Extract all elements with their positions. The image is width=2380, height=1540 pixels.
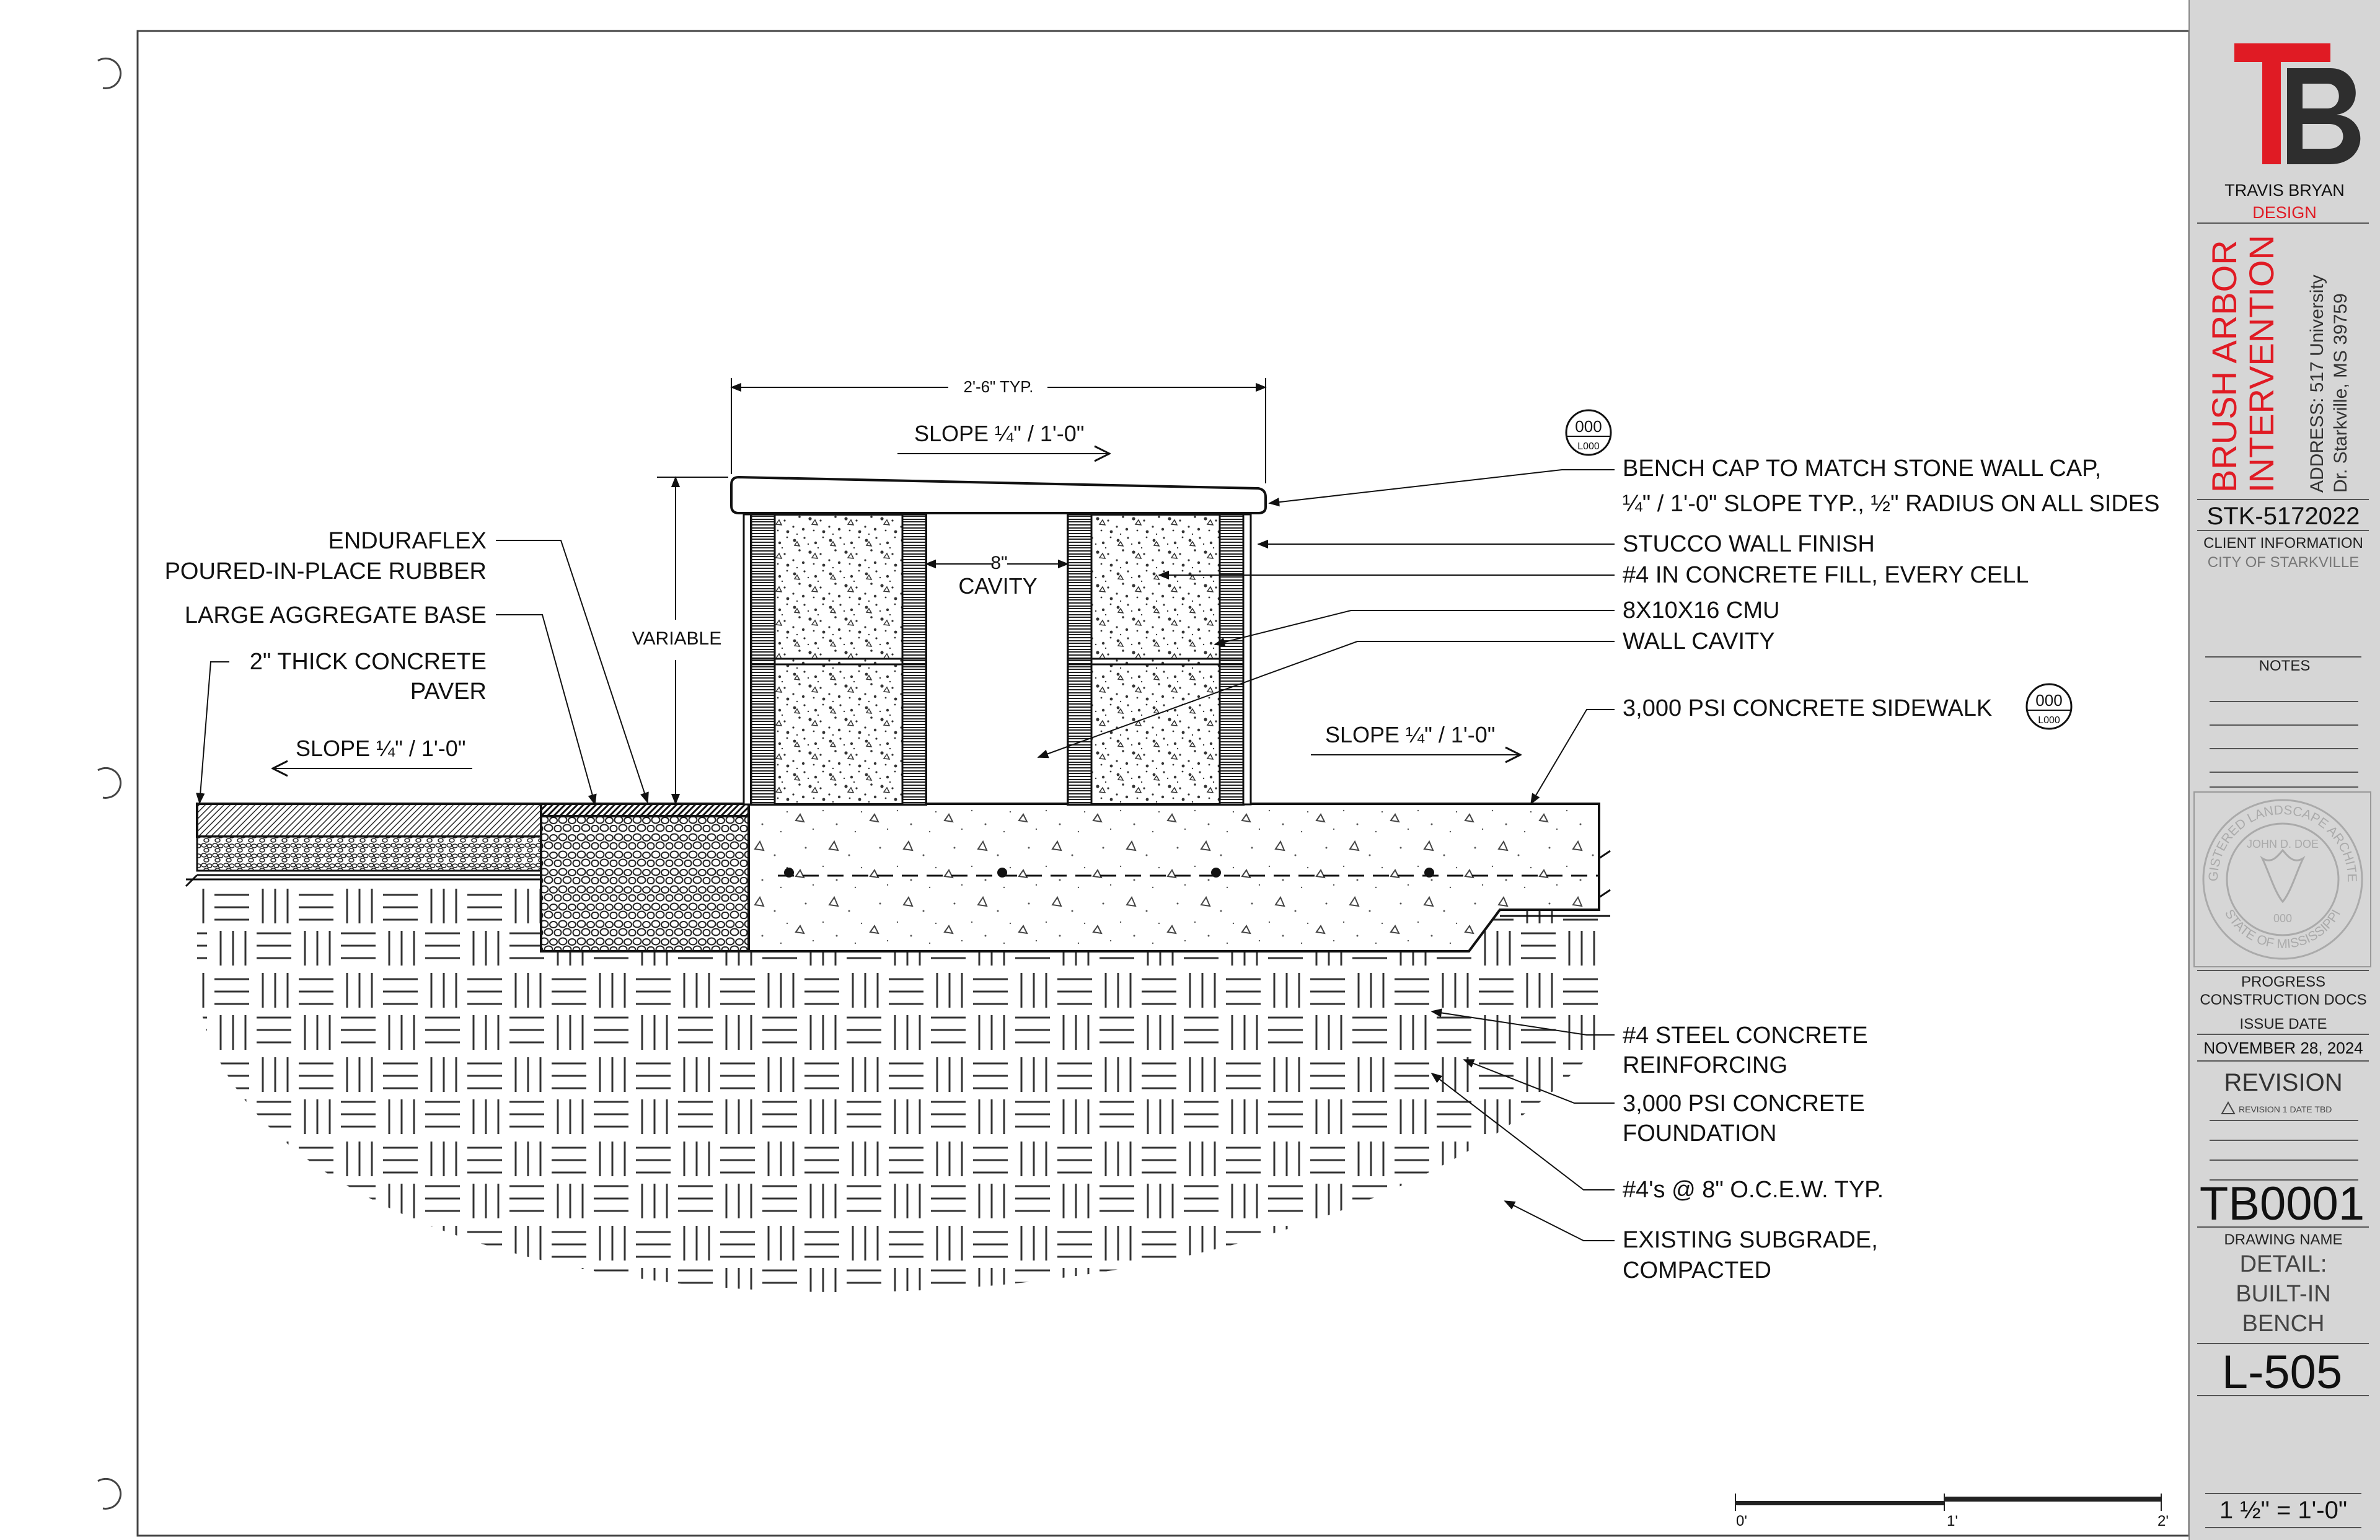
revision-triangle-icon [2221,1101,2236,1114]
drawing-name-label: DRAWING NAME [2224,1231,2342,1248]
rebar-dots [784,868,1434,878]
status-line-2: CONSTRUCTION DOCS [2200,992,2366,1008]
svg-text:2': 2' [2157,1513,2169,1529]
note-cap-line1: BENCH CAP TO MATCH STONE WALL CAP, [1623,455,2101,482]
paver-setting-bed [196,835,542,872]
project-name-1: BRUSH ARBOR [2205,240,2244,493]
svg-text:0': 0' [1736,1513,1747,1529]
dimension-cavity: 8" [990,553,1007,573]
note-paver-line1: 2" THICK CONCRETE [250,649,487,675]
svg-text:L000: L000 [2038,715,2060,726]
project-address-1: ADDRESS: 517 University [2307,275,2327,493]
firm-name-2: DESIGN [2252,203,2317,222]
callout-bubble-sidewalk: 000 L000 [2025,683,2073,730]
firm-name-1: TRAVIS BRYAN [2224,181,2345,200]
revision-label: REVISION [2224,1069,2342,1096]
bench-cap [730,475,1267,514]
cavity-label: CAVITY [958,573,1037,599]
project-name-2: INTERVENTION [2242,235,2281,493]
status-line-1: PROGRESS [2241,974,2325,990]
concrete-foundation [747,803,1600,953]
sheet-number: L-505 [2222,1346,2342,1399]
dimensions: 2'-6" TYP. VARIABLE 8" CAVITY [632,377,1267,805]
slope-right: SLOPE ¼" / 1'-0" [1325,722,1496,747]
svg-text:000: 000 [1575,417,1602,436]
note-steel-line2: REINFORCING [1623,1052,1787,1078]
note-paver-line2: PAVER [410,679,487,705]
note-cmu: 8X10X16 CMU [1623,597,1779,623]
revision-entry-1: REVISION 1 DATE TBD [2239,1104,2332,1114]
note-sidewalk: 3,000 PSI CONCRETE SIDEWALK [1623,695,1992,721]
svg-text:000: 000 [2035,691,2062,710]
issue-date: NOVEMBER 28, 2024 [2203,1039,2363,1057]
rubber-surface [540,803,750,817]
dimension-variable: VARIABLE [632,628,722,649]
note-stucco: STUCCO WALL FINISH [1623,531,1875,557]
project-number: STK-5172022 [2207,503,2360,530]
drawing-name-3: BENCH [2242,1311,2324,1337]
note-foundation-line2: FOUNDATION [1623,1120,1776,1146]
note-aggregate: LARGE AGGREGATE BASE [185,602,487,628]
issue-date-label: ISSUE DATE [2240,1016,2327,1032]
svg-text:JOHN D. DOE: JOHN D. DOE [2247,838,2319,850]
scale-bar: 0' 1' 2' [1735,1494,2169,1529]
note-steel-line1: #4 STEEL CONCRETE [1623,1023,1868,1049]
left-notes: ENDURAFLEX POURED-IN-PLACE RUBBER LARGE … [165,528,649,806]
aggregate-base [540,815,750,953]
svg-text:000: 000 [2273,912,2292,925]
slope-top: SLOPE ¼" / 1'-0" [914,421,1085,446]
project-address-2: Dr. Starkville, MS 39759 [2330,293,2351,493]
drawing-name-1: DETAIL: [2240,1251,2327,1277]
notes-label: NOTES [2259,658,2311,674]
firm-logo [2234,43,2361,164]
dimension-typ-width: 2'-6" TYP. [964,377,1034,396]
right-notes: 000 L000 BENCH CAP TO MATCH STONE WALL C… [1037,409,2160,1283]
slope-indicators: SLOPE ¼" / 1'-0" SLOPE ¼" / 1'-0" SLOPE … [273,421,1520,768]
drawing-scale: 1 ½" = 1'-0" [2219,1497,2347,1524]
binding-holes [97,57,122,1510]
svg-text:L000: L000 [1577,441,1600,452]
client-name: CITY OF STARKVILLE [2208,554,2360,571]
callout-bubble-cap: 000 L000 [1565,409,1612,456]
slope-left: SLOPE ¼" / 1'-0" [296,736,466,761]
note-cap-line2: ¼" / 1'-0" SLOPE TYP., ½" RADIUS ON ALL … [1623,491,2160,517]
paver-layer [196,803,542,838]
note-cavity: WALL CAVITY [1623,628,1775,654]
drawing-name-2: BUILT-IN [2236,1281,2330,1307]
note-rubber-line1: ENDURAFLEX [328,528,487,554]
note-subgrade-line1: EXISTING SUBGRADE, [1623,1227,1878,1253]
sheet-id: TB0001 [2200,1177,2365,1230]
note-ocew: #4's @ 8" O.C.E.W. TYP. [1623,1177,1884,1203]
note-subgrade-line2: COMPACTED [1623,1257,1771,1283]
client-label: CLIENT INFORMATION [2203,535,2363,552]
note-rubber-line2: POURED-IN-PLACE RUBBER [165,558,487,584]
note-foundation-line1: 3,000 PSI CONCRETE [1623,1091,1865,1117]
svg-text:1': 1' [1947,1513,1958,1529]
note-fill: #4 IN CONCRETE FILL, EVERY CELL [1623,562,2029,588]
